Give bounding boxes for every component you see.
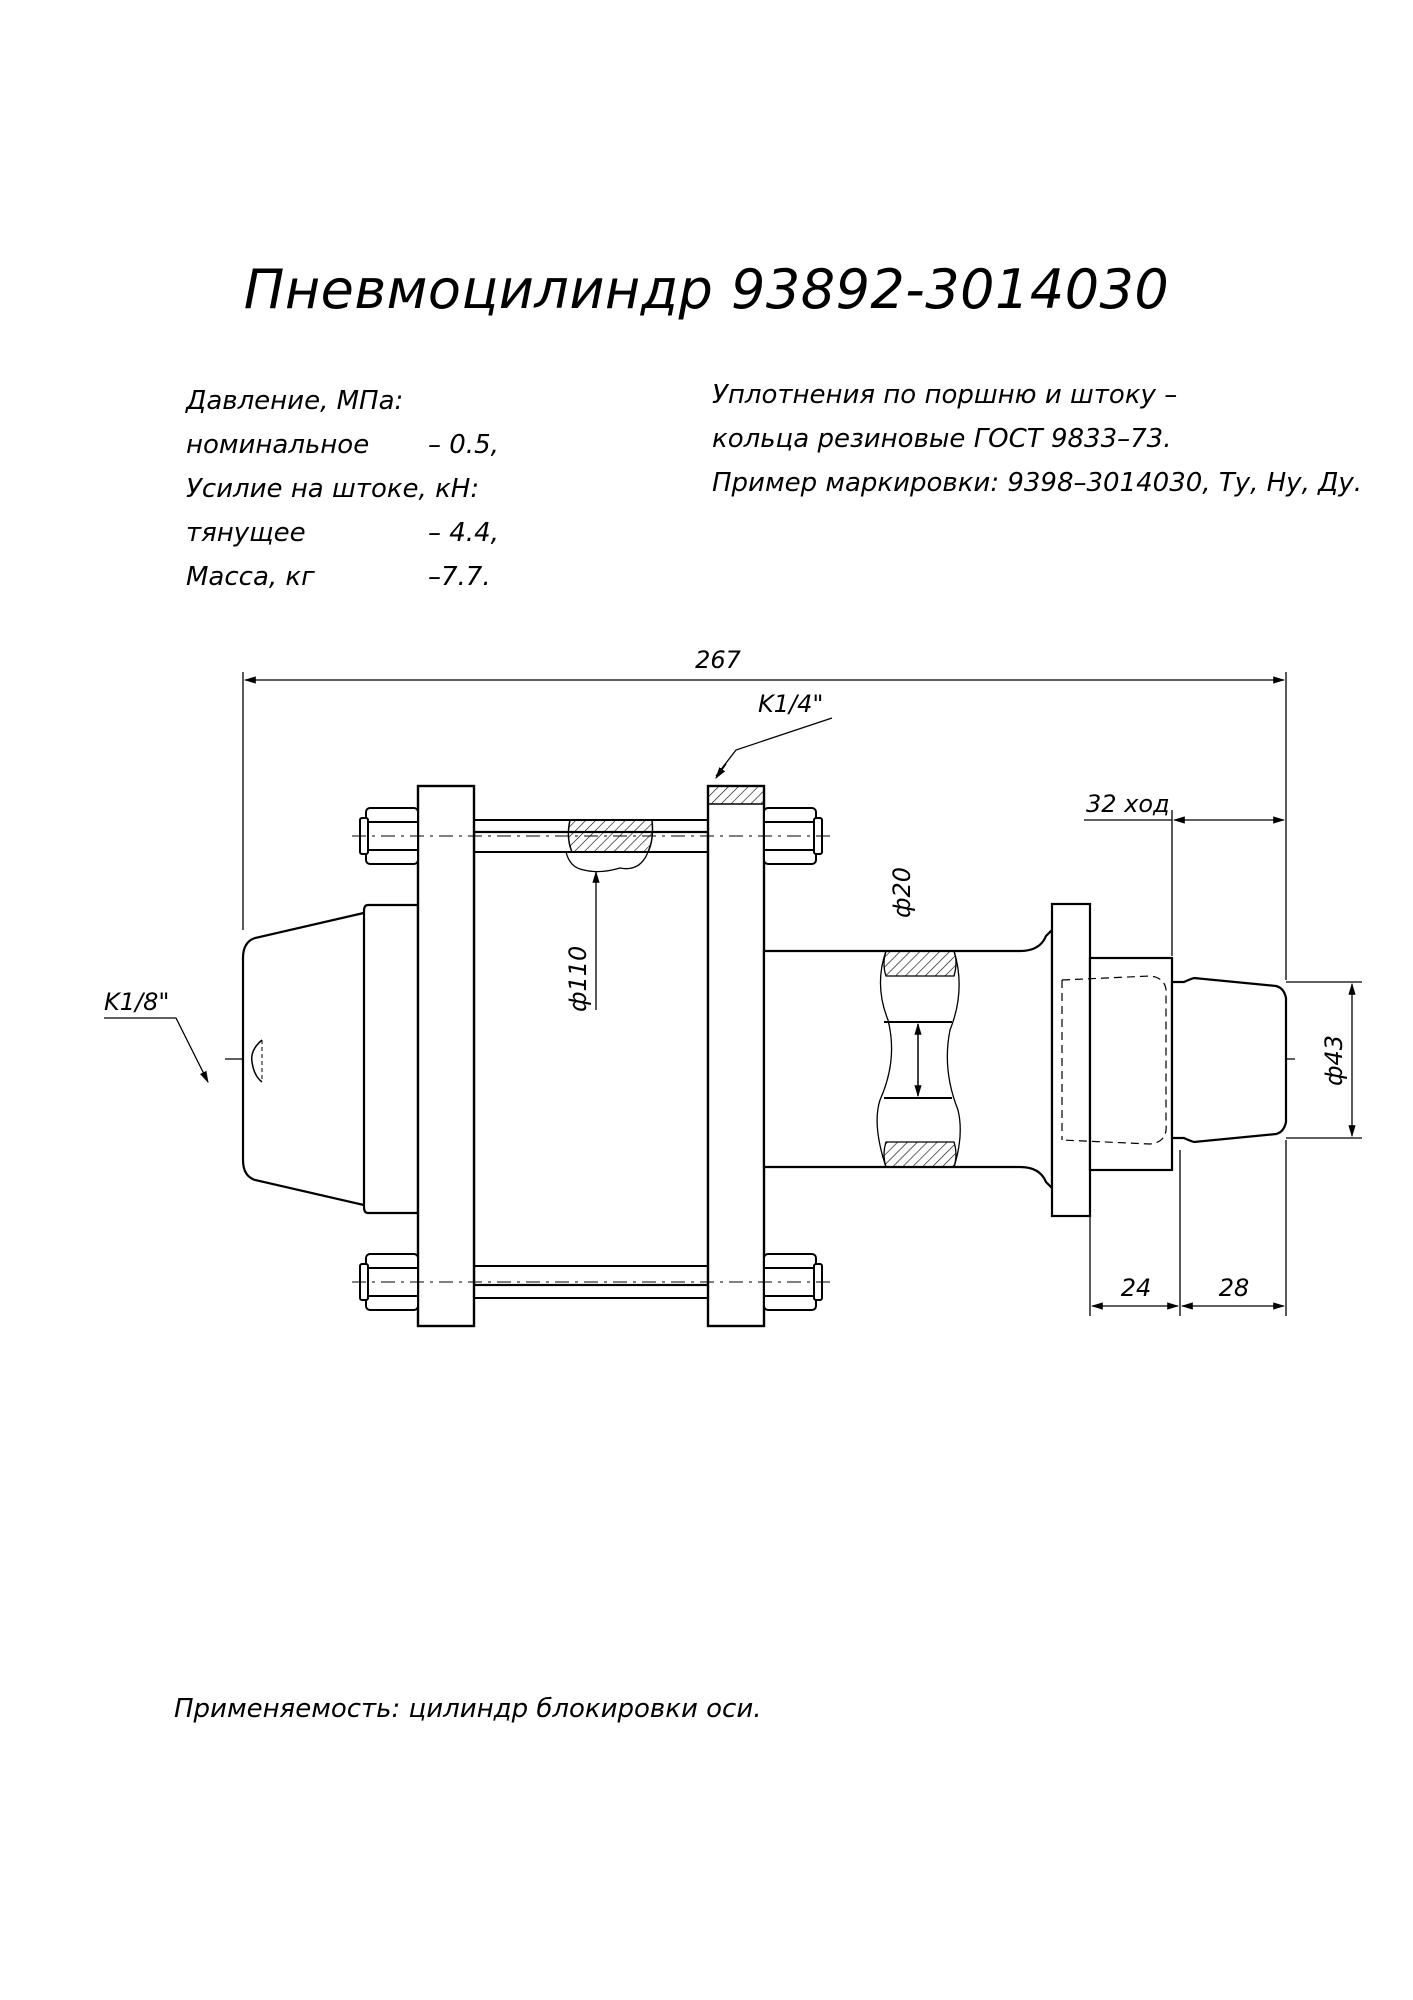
spec-force-pulling-value: – 4.4, <box>428 518 499 548</box>
rod-break-left <box>876 950 893 1168</box>
spec-pressure-nominal-label: номинальное <box>186 430 370 460</box>
rod-section-bottom-hatch <box>883 1141 957 1168</box>
dim-28: 28 <box>1219 1274 1250 1302</box>
rear-boss <box>362 903 420 1215</box>
port-top-label: K1/4" <box>758 690 823 718</box>
port-left-leader <box>104 1017 209 1084</box>
rod-end-tip <box>1170 976 1288 1144</box>
bore-dia-label: ф110 <box>564 946 592 1012</box>
port-left-label: K1/8" <box>104 988 169 1016</box>
barrel-section-hatch <box>567 819 654 853</box>
front-flange <box>706 784 766 1328</box>
barrel-break-line <box>565 851 649 873</box>
spec-force-pulling-label: тянущее <box>186 518 306 548</box>
end-dia-label: ф43 <box>1320 1035 1348 1086</box>
rod-section-top-hatch <box>883 950 957 977</box>
rod-end-body <box>1088 956 1174 1172</box>
spec-force-heading: Усилие на штоке, кН: <box>186 474 480 504</box>
spec-seals-line: Уплотнения по поршню и штоку – <box>712 380 1178 410</box>
spec-mass-value: –7.7. <box>428 562 491 592</box>
cylinder-barrel <box>472 830 710 1287</box>
spec-pressure-heading: Давление, МПа: <box>186 386 404 416</box>
dim-overall-length: 267 <box>695 646 742 674</box>
rod-dia-label: ф20 <box>888 867 916 918</box>
port-top-leader <box>715 717 833 777</box>
drawing-title: Пневмоцилиндр 93892-3014030 <box>243 258 1170 321</box>
spec-seals-standard-line: кольца резиновые ГОСТ 9833–73. <box>712 424 1172 454</box>
rod-break-right <box>946 950 961 1168</box>
applicability-note: Применяемость: цилиндр блокировки оси. <box>174 1694 762 1724</box>
dim-stroke: 32 ход <box>1086 790 1170 818</box>
rear-port-hole <box>250 1039 263 1083</box>
rear-end-cap <box>241 910 370 1208</box>
rod-end-flange <box>1050 902 1092 1218</box>
spec-marking-example-line: Пример маркировки: 9398–3014030, Ту, Ну,… <box>712 468 1363 498</box>
spec-pressure-nominal-value: – 0.5, <box>428 430 499 460</box>
front-port <box>707 785 765 805</box>
spec-mass-label: Масса, кг <box>186 562 315 592</box>
rod-end-hidden-thread <box>1061 975 1167 1145</box>
rear-flange <box>416 784 476 1328</box>
dim-24: 24 <box>1121 1274 1152 1302</box>
